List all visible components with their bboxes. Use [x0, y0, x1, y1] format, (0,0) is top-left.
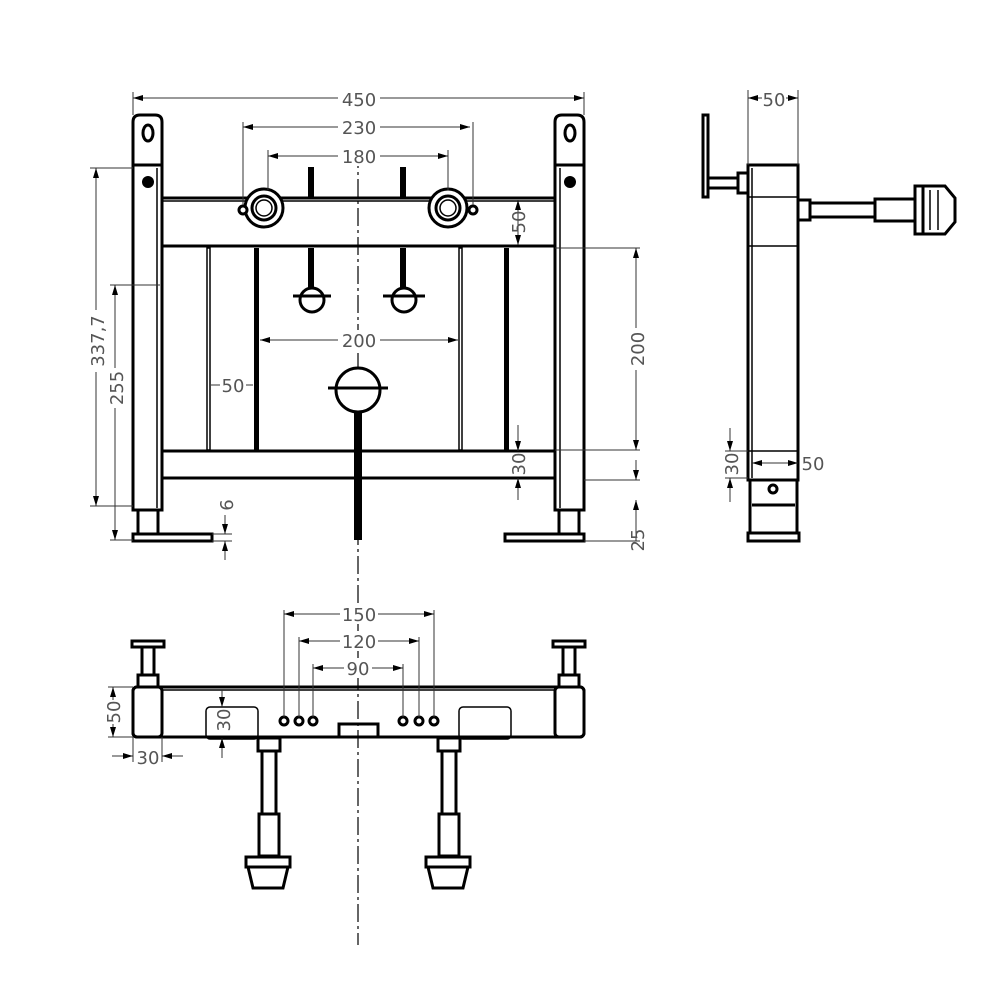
dim-foot-25: 25 — [628, 529, 649, 552]
dim-450: 450 — [342, 90, 376, 111]
dim-recess-30: 30 — [214, 709, 235, 732]
dim-bottom-rail-30: 30 — [509, 453, 530, 476]
dim-150: 150 — [342, 605, 376, 626]
dim-180: 180 — [342, 147, 376, 168]
top-posts — [130, 639, 587, 689]
dim-top-50: 50 — [104, 701, 125, 724]
dim-120: 120 — [342, 632, 376, 653]
dim-side-30: 30 — [722, 453, 743, 476]
front-view: 450 230 180 50 200 50 200 30 25 337,7 — [86, 88, 649, 560]
vertical-bars — [206, 247, 509, 451]
dim-top-rail-50: 50 — [509, 211, 530, 234]
dim-side-50: 50 — [763, 90, 786, 111]
dim-230: 230 — [342, 118, 376, 139]
left-post — [131, 113, 214, 543]
threaded-rods — [293, 167, 425, 540]
top-rail — [162, 196, 555, 248]
dim-vertical-200: 200 — [628, 332, 649, 366]
dim-90: 90 — [347, 659, 370, 680]
dimensions-front: 450 230 180 50 200 50 200 30 25 337,7 — [86, 88, 649, 560]
dim-bar-gap-50: 50 — [222, 376, 245, 397]
dim-side-rail-50: 50 — [802, 454, 825, 475]
dim-foot-6: 6 — [217, 499, 238, 510]
right-post — [503, 113, 586, 543]
top-view: 150 120 90 50 30 30 — [104, 604, 587, 890]
dim-337-7: 337,7 — [88, 315, 109, 367]
dim-255: 255 — [107, 371, 128, 405]
side-view: 50 30 50 — [701, 88, 957, 543]
water-fittings — [237, 187, 479, 229]
dim-bars-200: 200 — [342, 331, 376, 352]
dim-top-30: 30 — [137, 748, 160, 769]
drain-pipes — [244, 736, 472, 890]
